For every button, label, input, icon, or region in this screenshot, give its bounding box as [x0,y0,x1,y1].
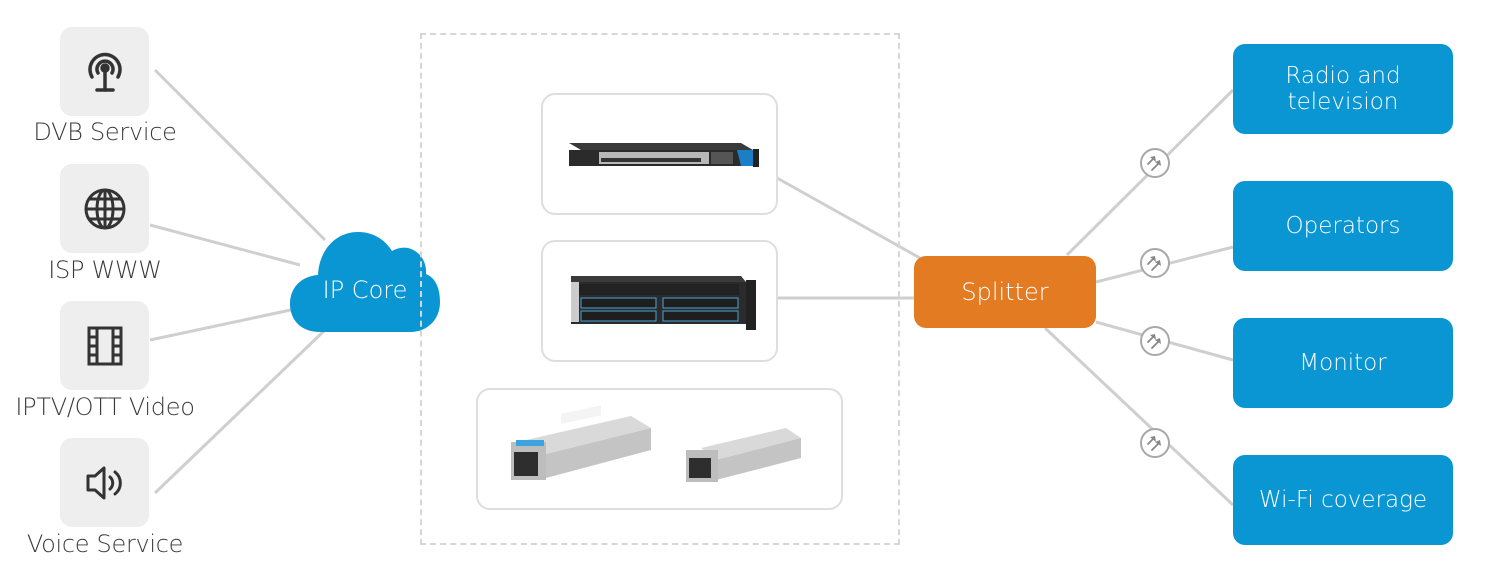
source-label: DVB Service [33,118,177,146]
link-iptv-to-core [149,306,301,342]
link-dvb-to-core [153,68,327,242]
link-olt1-to-splitter [776,176,921,260]
equipment-group [420,33,900,545]
source-label: IPTV/OTT Video [15,393,195,421]
source-label: ISP WWW [48,256,162,284]
antenna-icon [60,27,149,116]
destination-wifi: Wi-Fi coverage [1233,455,1453,545]
splitter-node: Splitter [914,256,1096,328]
signal-split-icon [1140,326,1170,356]
destination-monitor: Monitor [1233,318,1453,408]
cloud-icon [290,232,440,332]
destination-radio-tv: Radio and television [1233,44,1453,134]
equipment-olt-1u [541,93,778,215]
core-label: IP Core [322,276,408,304]
speaker-icon [60,438,149,527]
equipment-olt-2u [541,240,778,362]
splitter-label: Splitter [961,278,1049,306]
olt-1u-image [569,143,759,167]
link-splitter-to-wifi [1043,326,1235,507]
olt-2u-image [571,276,756,330]
source-label: Voice Service [26,530,184,558]
destination-label: Radio and television [1285,63,1401,115]
destination-label: Monitor [1299,350,1387,376]
globe-icon [60,164,149,253]
film-icon [60,301,149,390]
sfp-modules-image [511,405,801,482]
equipment-sfp-modules [476,388,843,510]
signal-split-icon [1140,248,1170,278]
signal-split-icon [1140,428,1170,458]
destination-label: Wi-Fi coverage [1258,487,1428,513]
destination-operators: Operators [1233,181,1453,271]
link-isp-to-core [149,223,301,267]
link-voice-to-core [153,328,327,495]
destination-label: Operators [1285,213,1401,239]
signal-split-icon [1140,148,1170,178]
